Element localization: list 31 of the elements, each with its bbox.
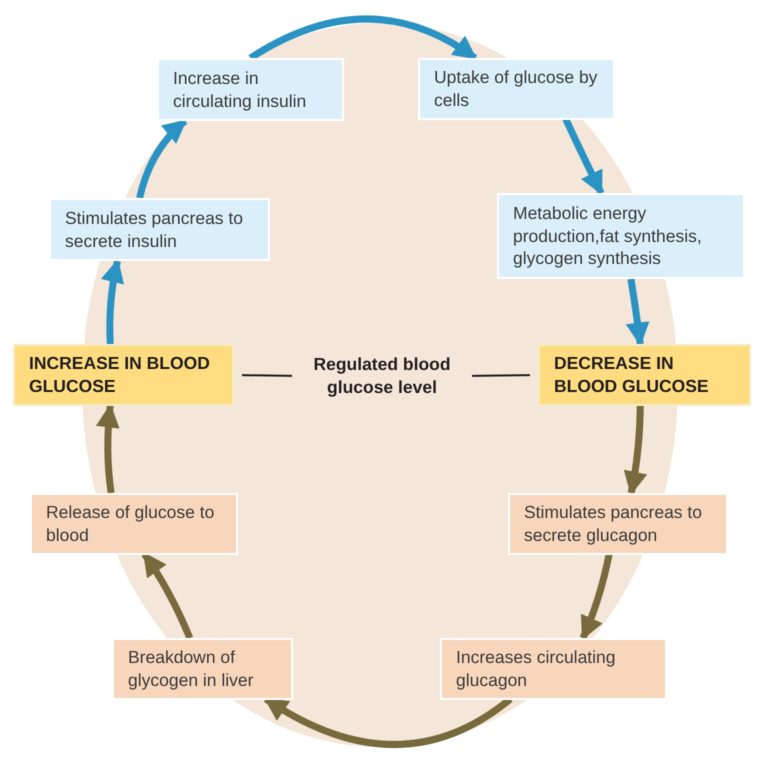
connector-line — [472, 374, 530, 377]
process-box — [30, 493, 238, 554]
box-text: Stimulates pancreas to secrete insulin — [65, 206, 244, 252]
box-text: Breakdown of glycogen in liver — [128, 646, 254, 692]
arrow — [562, 118, 604, 196]
process-box — [497, 193, 745, 279]
box-text: INCREASE IN BLOOD GLUCOSE — [29, 352, 211, 398]
process-box — [112, 638, 293, 700]
process-box — [49, 198, 270, 261]
arrow — [142, 552, 194, 640]
box-text: Metabolic energy production,fat synthesis, glycogen synthesis — [513, 202, 703, 270]
box-text: Regulated blood glucose level — [312, 353, 452, 399]
process-box — [538, 344, 751, 406]
box-text: Uptake of glucose by cells — [434, 66, 598, 112]
arrow — [248, 16, 478, 61]
arrow — [96, 404, 120, 494]
process-box — [440, 638, 667, 700]
arrow — [580, 553, 613, 640]
box-text: Increase in circulating insulin — [173, 66, 308, 112]
arrow — [626, 278, 650, 346]
arrow — [101, 258, 124, 344]
box-text: Increases circulating glucagon — [456, 646, 617, 692]
box-text: Stimulates pancreas to secrete glucagon — [524, 501, 704, 546]
process-box — [13, 344, 234, 406]
arrow — [624, 406, 647, 496]
process-box — [157, 58, 344, 121]
connector-line — [242, 374, 292, 377]
process-box — [508, 493, 728, 554]
process-box — [418, 58, 615, 120]
box-text: Release of glucose to blood — [46, 501, 216, 546]
box-text: DECREASE IN BLOOD GLUCOSE — [554, 352, 710, 398]
